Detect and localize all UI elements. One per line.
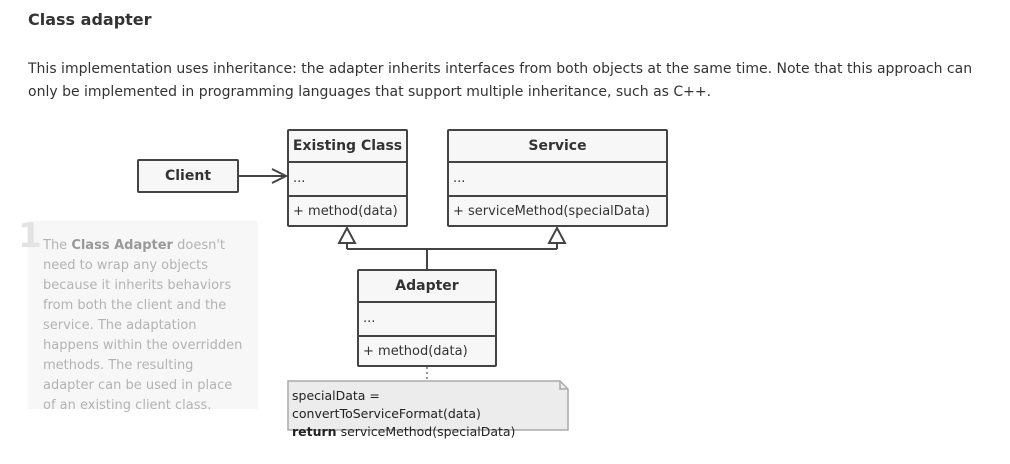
existing-class-fields: ...: [289, 163, 406, 197]
annotation-bold: Class Adapter: [71, 238, 173, 253]
service-method: + serviceMethod(specialData): [453, 204, 650, 219]
service-fields: ...: [449, 163, 666, 197]
code-line-2: return serviceMethod(specialData): [292, 423, 569, 441]
existing-class-method: + method(data): [293, 204, 398, 219]
service-box: Service ... + serviceMethod(specialData): [447, 129, 668, 227]
annotation-text-before: The: [43, 238, 72, 253]
intro-paragraph: This implementation uses inheritance: th…: [28, 61, 973, 100]
service-inheritance-triangle: [547, 225, 567, 244]
annotation-text-after: doesn't need to wrap any objects because…: [43, 238, 243, 413]
code-lines: specialData = convertToServiceFormat(dat…: [292, 387, 569, 441]
association-arrowhead: [271, 168, 289, 184]
note-shape: [287, 380, 569, 431]
annotation-panel: [28, 221, 258, 409]
existing-class-name: Existing Class: [289, 131, 406, 163]
client-box: Client: [137, 159, 239, 193]
return-keyword: return: [292, 424, 337, 439]
existing-class-inheritance-triangle: [337, 225, 357, 244]
adapter-method: + method(data): [363, 344, 468, 359]
existing-class-box: Existing Class ... + method(data): [287, 129, 408, 227]
adapter-fields: ...: [359, 303, 495, 337]
code-note: specialData = convertToServiceFormat(dat…: [287, 380, 569, 439]
code-line-2-rest: serviceMethod(specialData): [336, 424, 516, 439]
code-line-1: specialData = convertToServiceFormat(dat…: [292, 388, 481, 421]
adapter-box: Adapter ... + method(data): [357, 269, 497, 367]
annotation-text: The Class Adapter doesn't need to wrap a…: [43, 236, 248, 416]
annotation-number: 1: [18, 216, 42, 256]
section-title: Class adapter: [28, 10, 152, 29]
service-name: Service: [449, 131, 666, 163]
adapter-name: Adapter: [359, 271, 495, 303]
